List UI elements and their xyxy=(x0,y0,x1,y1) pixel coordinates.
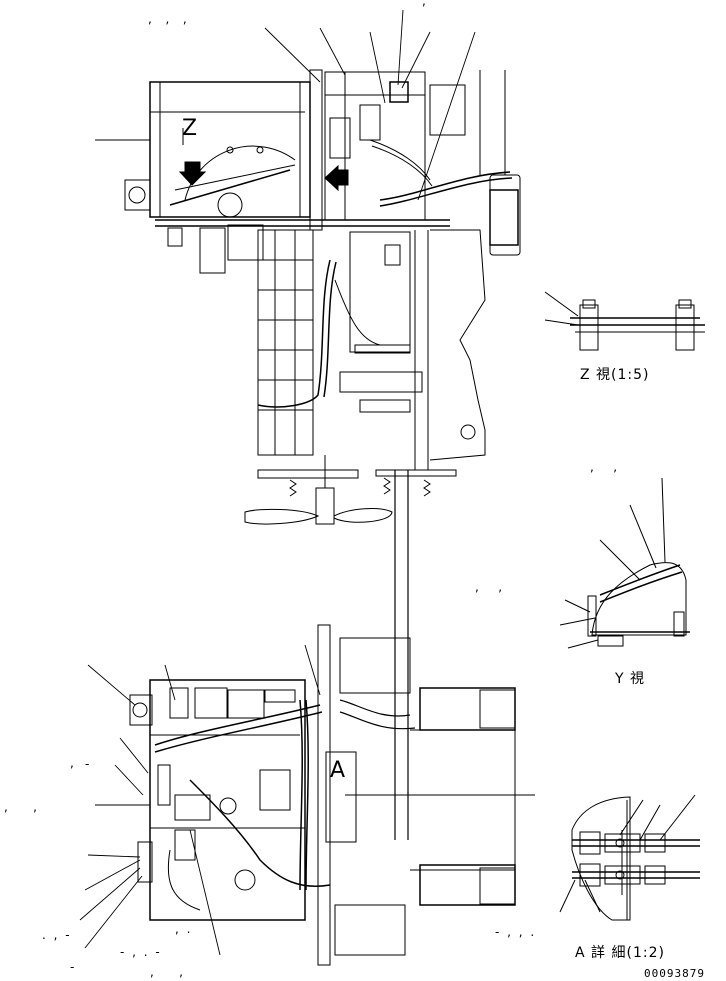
y-view-title: Y 視 xyxy=(615,671,646,687)
a-detail xyxy=(559,794,700,921)
drawing-number: 00093879 xyxy=(644,967,705,980)
z-view-title: Z 視(1:5) xyxy=(580,367,650,383)
callout-comma-mark: , xyxy=(70,756,76,770)
lower-assembly xyxy=(129,624,535,966)
upper-assembly xyxy=(124,69,521,525)
z-marker-letter: Z xyxy=(182,116,198,141)
callout-top: , , , xyxy=(148,12,189,26)
callout-bottom-left-a: . , - xyxy=(42,928,72,942)
callout-bottom-right: - , , . xyxy=(495,925,537,939)
a-marker-letter: A xyxy=(330,758,346,783)
callout-top-right: , xyxy=(422,0,428,8)
z-view-detail xyxy=(544,291,705,351)
callout-bottom-left-c: - xyxy=(70,960,77,974)
callout-bottom-left-d: , , xyxy=(150,965,185,979)
leader-lines xyxy=(79,9,476,956)
callout-bottom-mid-b: , . xyxy=(175,922,193,936)
callout-dash-mark: - xyxy=(85,757,92,771)
y-view-detail xyxy=(559,477,690,649)
callout-mid-right: , , xyxy=(475,580,505,594)
callout-right-mid: , , xyxy=(590,460,620,474)
a-detail-title: A 詳 細(1:2) xyxy=(575,945,665,961)
callout-bottom-left-b: - , . - xyxy=(120,945,162,959)
callout-left-mid: , , xyxy=(4,800,39,814)
